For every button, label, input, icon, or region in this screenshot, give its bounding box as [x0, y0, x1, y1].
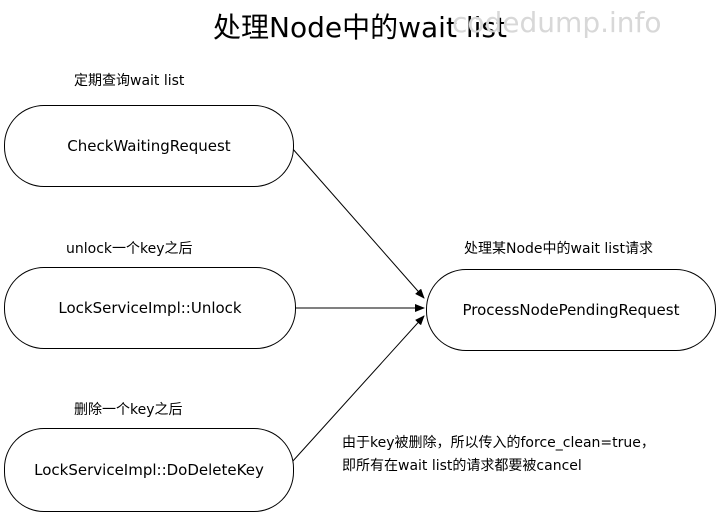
node-unlock: LockServiceImpl::Unlock — [4, 267, 296, 349]
note-line-1: 由于key被删除，所以传入的force_clean=true， — [342, 435, 655, 451]
caption-unlock: unlock一个key之后 — [66, 241, 193, 257]
node-label: LockServiceImpl::Unlock — [58, 299, 242, 317]
arrow-delete-to-process — [291, 315, 425, 463]
node-check-waiting-request: CheckWaitingRequest — [4, 105, 294, 187]
caption-process: 处理某Node中的wait list请求 — [464, 241, 653, 257]
watermark: codedump.info — [452, 6, 662, 39]
node-label: CheckWaitingRequest — [67, 137, 231, 155]
node-do-delete-key: LockServiceImpl::DoDeleteKey — [4, 428, 294, 512]
arrow-check-to-process — [291, 147, 425, 299]
node-label: LockServiceImpl::DoDeleteKey — [34, 461, 264, 479]
delete-note: 由于key被删除，所以传入的force_clean=true， 即所有在wait… — [342, 432, 655, 478]
diagram-title: 处理Node中的wait list — [0, 6, 720, 46]
title-text-tail: it list — [438, 11, 507, 44]
note-line-2: 即所有在wait list的请求都要被cancel — [342, 458, 582, 474]
node-label: ProcessNodePendingRequest — [462, 301, 680, 319]
title-text: 处理Node中的wa — [213, 11, 439, 44]
node-process-node-pending-request: ProcessNodePendingRequest — [426, 269, 716, 351]
caption-delete: 删除一个key之后 — [74, 402, 183, 418]
caption-check: 定期查询wait list — [74, 73, 185, 89]
